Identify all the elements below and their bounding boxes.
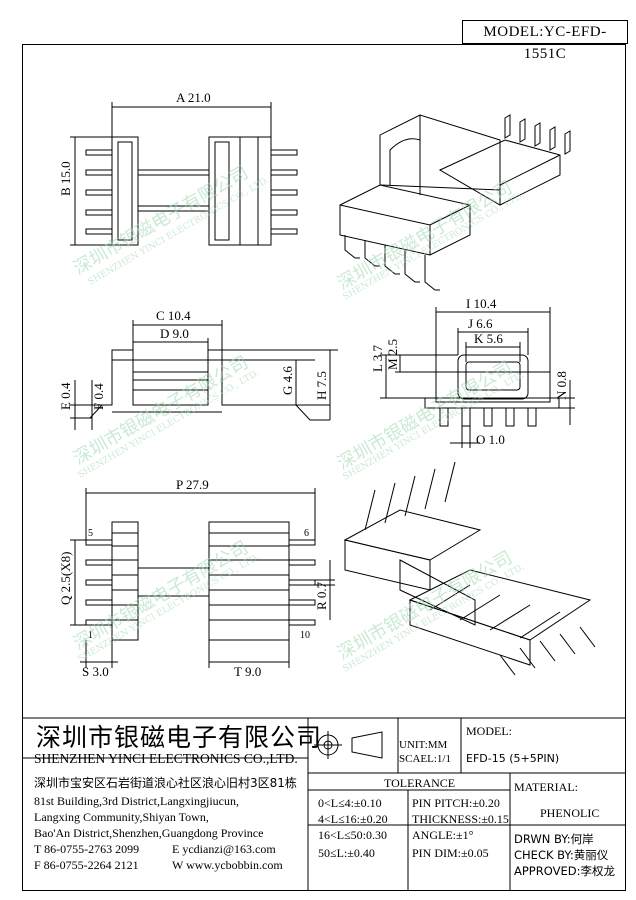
dim-j: J 6.6 [468, 316, 493, 331]
address-en-line3: Bao'An District,Shenzhen,Guangdong Provi… [34, 826, 264, 840]
address-en-line2: Langxing Community,Shiyan Town, [34, 810, 209, 824]
side-view [70, 320, 338, 430]
dim-a: A 21.0 [176, 90, 211, 105]
telephone: T 86-0755-2763 2099 [34, 842, 140, 856]
dim-i: I 10.4 [466, 296, 497, 311]
watermark-en-4: SHENZHEN YINCI ELECTRONICS CO., LTD. [342, 370, 527, 482]
tolerance-row-2-right: THICKNESS:±0.15 [412, 812, 509, 826]
checked-by: CHECK BY:黄丽仪 [514, 848, 609, 862]
address-cn: 深圳市宝安区石岩街道浪心社区浪心旧村3区81栋 [34, 776, 297, 790]
watermark-cn-4: 深圳市银磁电子有限公司 [334, 357, 516, 474]
bottom-view [70, 488, 335, 668]
dim-p: P 27.9 [176, 477, 209, 492]
tolerance-row-4-right: PIN DIM:±0.05 [412, 846, 489, 860]
approved-by: APPROVED:李权龙 [514, 864, 615, 878]
pin-label-5: 5 [88, 528, 93, 539]
title-block-grid [22, 717, 626, 891]
material-value: PHENOLIC [540, 806, 600, 820]
company-name-en: SHENZHEN YINCI ELECTRONICS CO.,LTD. [34, 751, 298, 766]
tolerance-row-2-left: 4<L≤16:±0.20 [318, 812, 388, 826]
dim-o: O 1.0 [476, 432, 505, 447]
dim-h: H 7.5 [314, 371, 329, 400]
dim-f: F 0.4 [91, 383, 106, 410]
watermark-cn-5: 深圳市银磁电子有限公司 [70, 537, 252, 654]
material-label: MATERIAL: [514, 780, 578, 794]
scale: SCAEL:1/1 [399, 753, 451, 765]
tolerance-row-1-right: PIN PITCH:±0.20 [412, 796, 500, 810]
dim-e: E 0.4 [58, 382, 73, 410]
dim-q: Q 2.5(X8) [58, 552, 73, 605]
pin-label-1: 1 [88, 630, 93, 641]
watermark-cn-6: 深圳市银磁电子有限公司 [334, 547, 516, 664]
address-en-line1: 81st Building,3rd District,Langxingjiucu… [34, 794, 239, 808]
unit: UNIT:MM [399, 739, 448, 751]
dim-m: M 2.5 [385, 339, 400, 370]
watermark-en-5: SHENZHEN YINCI ELECTRONICS CO., LTD. [77, 552, 262, 664]
pin-label-10: 10 [300, 630, 310, 641]
company-name-cn: 深圳市银磁电子有限公司 [36, 723, 323, 752]
model-number-box: MODEL:YC-EFD-1551C [462, 20, 628, 62]
dimension-labels: A 21.0 B 15.0 C 10.4 D 9.0 E 0.4 F 0.4 G… [58, 90, 569, 679]
dim-g: G 4.6 [280, 366, 295, 395]
dim-k: K 5.6 [474, 331, 503, 346]
watermark-cn-1: 深圳市银磁电子有限公司 [70, 162, 252, 279]
website: W www.ycbobbin.com [172, 858, 283, 872]
dim-c: C 10.4 [156, 308, 191, 323]
watermark-en-1: SHENZHEN YINCI ELECTRONICS CO., LTD. [87, 175, 272, 287]
isometric-view-top [339, 114, 571, 291]
drawing-frame [22, 44, 626, 891]
dim-d: D 9.0 [160, 326, 189, 341]
email: E ycdianzi@163.com [172, 842, 276, 856]
dim-r: R 0.7 [314, 581, 329, 610]
tolerance-row-1-left: 0<L≤4:±0.10 [318, 796, 382, 810]
fax: F 86-0755-2264 2121 [34, 858, 139, 872]
model-value: EFD-15 (5+5PIN) [466, 752, 560, 765]
front-view [380, 307, 575, 448]
dim-l: L 3.7 [370, 345, 385, 372]
drawn-by: DRWN BY:何岸 [514, 832, 594, 846]
model-field-label: MODEL: [466, 724, 512, 738]
dim-b: B 15.0 [58, 161, 73, 196]
dim-t: T 9.0 [234, 664, 261, 679]
top-view [70, 102, 298, 246]
tolerance-row-4-left: 50≤L:±0.40 [318, 846, 375, 860]
watermark-en-2: SHENZHEN YINCI ELECTRONICS CO., LTD. [342, 190, 527, 302]
tolerance-title: TOLERANCE [384, 776, 456, 790]
watermarks: 深圳市银磁电子有限公司 SHENZHEN YINCI ELECTRONICS C… [70, 162, 526, 674]
dim-n: N 0.8 [554, 371, 569, 400]
tolerance-row-3-left: 16<L≤50:0.30 [318, 828, 388, 842]
dim-s: S 3.0 [82, 664, 109, 679]
tolerance-row-3-right: ANGLE:±1° [412, 828, 474, 842]
pin-label-6: 6 [304, 528, 309, 539]
watermark-en-6: SHENZHEN YINCI ELECTRONICS CO., LTD. [342, 562, 527, 674]
isometric-view-bottom [343, 461, 596, 676]
